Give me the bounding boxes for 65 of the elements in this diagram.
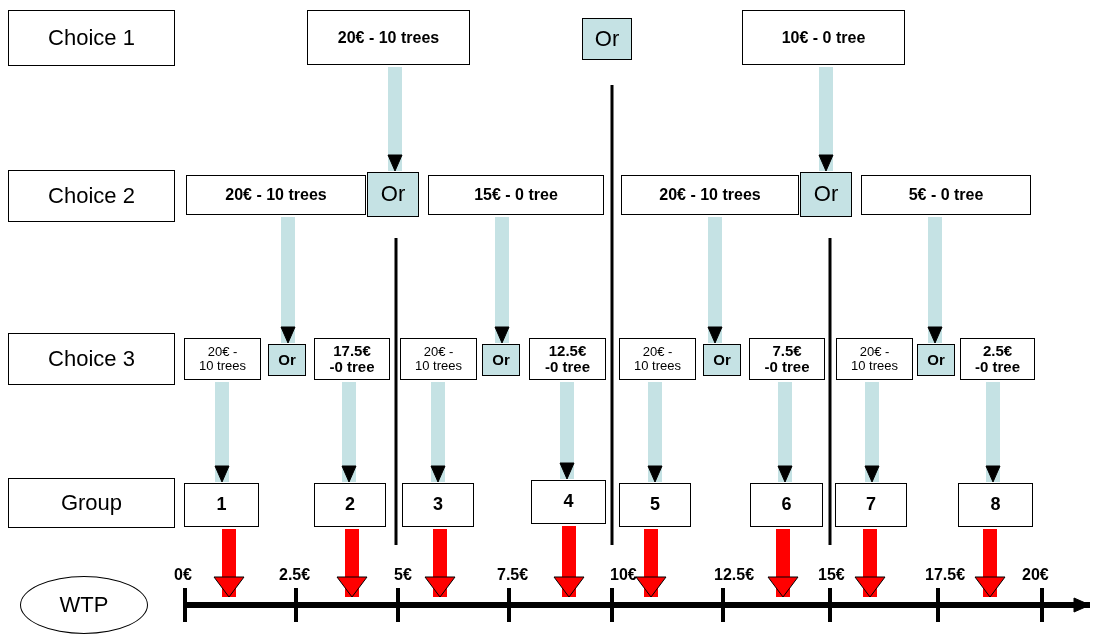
- option-box: 10€ - 0 tree: [742, 10, 905, 65]
- option-box: 2.5€ -0 tree: [960, 338, 1035, 380]
- row-label-box: Choice 3: [8, 333, 175, 385]
- group-box: 6: [750, 483, 823, 527]
- option-box: 20€ - 10 trees: [619, 338, 696, 380]
- or-box: Or: [800, 172, 852, 217]
- arrow: [424, 529, 456, 598]
- group-box: 7: [835, 483, 907, 527]
- group-box: 8: [958, 483, 1033, 527]
- arrow: [336, 529, 368, 598]
- tick-label: 0€: [174, 566, 192, 584]
- or-box: Or: [917, 344, 955, 376]
- group-box: 4: [531, 480, 606, 524]
- or-box: Or: [268, 344, 306, 376]
- arrow: [430, 382, 446, 483]
- arrow: [927, 217, 943, 344]
- tick-label: 12.5€: [714, 566, 755, 584]
- option-box: 20€ - 10 trees: [184, 338, 261, 380]
- arrow: [553, 526, 585, 598]
- tick-label: 5€: [394, 566, 412, 584]
- arrow: [985, 382, 1001, 483]
- group-box: 3: [402, 483, 474, 527]
- arrow: [818, 67, 834, 172]
- group-box: 2: [314, 483, 386, 527]
- row-label-box: Choice 2: [8, 170, 175, 222]
- group-box: 1: [184, 483, 259, 527]
- arrow: [494, 217, 510, 344]
- arrow: [974, 529, 1006, 598]
- arrow: [387, 67, 403, 172]
- arrow: [214, 382, 230, 483]
- arrow: [864, 382, 880, 483]
- arrow: [767, 529, 799, 598]
- row-label-box: Choice 1: [8, 10, 175, 66]
- option-box: 20€ - 10 trees: [621, 175, 799, 215]
- arrow: [777, 382, 793, 483]
- arrow: [341, 382, 357, 483]
- tick-label: 2.5€: [279, 566, 311, 584]
- arrow: [280, 217, 296, 344]
- or-box: Or: [582, 18, 632, 60]
- arrow: [559, 382, 575, 480]
- tick-label: 15€: [818, 566, 845, 584]
- option-box: 15€ - 0 tree: [428, 175, 604, 215]
- option-box: 20€ - 10 trees: [307, 10, 470, 65]
- arrow: [647, 382, 663, 483]
- arrow: [635, 529, 667, 598]
- option-box: 7.5€ -0 tree: [749, 338, 825, 380]
- or-box: Or: [703, 344, 741, 376]
- row-label-box: Group: [8, 478, 175, 528]
- tick-label: 10€: [610, 566, 637, 584]
- tick-label: 20€: [1022, 566, 1049, 584]
- option-box: 20€ - 10 trees: [836, 338, 913, 380]
- option-box: 20€ - 10 trees: [186, 175, 366, 215]
- option-box: 17.5€ -0 tree: [314, 338, 390, 380]
- option-box: 20€ - 10 trees: [400, 338, 477, 380]
- tick-label: 7.5€: [497, 566, 529, 584]
- arrow: [854, 529, 886, 598]
- arrow: [213, 529, 245, 598]
- group-box: 5: [619, 483, 691, 527]
- or-box: Or: [482, 344, 520, 376]
- wtp-ellipse: WTP: [20, 576, 148, 634]
- arrow: [707, 217, 723, 344]
- option-box: 12.5€ -0 tree: [529, 338, 606, 380]
- or-box: Or: [367, 172, 419, 217]
- option-box: 5€ - 0 tree: [861, 175, 1031, 215]
- tick-label: 17.5€: [925, 566, 966, 584]
